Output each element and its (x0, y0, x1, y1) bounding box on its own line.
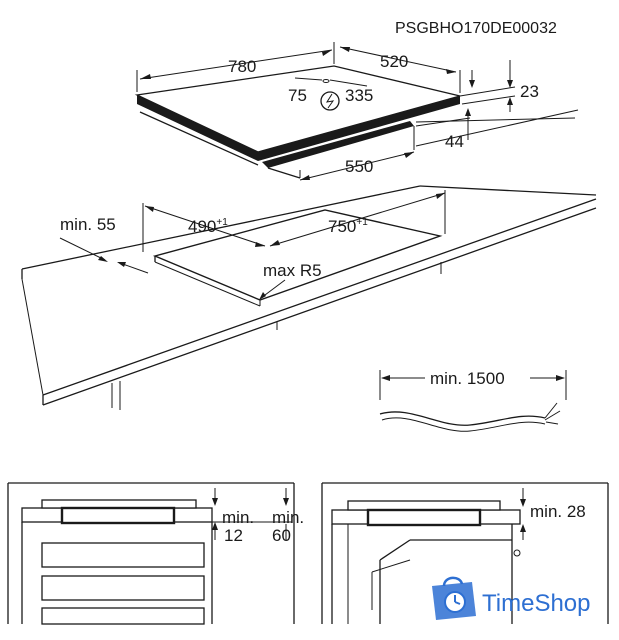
knob-icon (513, 549, 521, 557)
arrow-icon (98, 256, 108, 262)
arrow-icon (300, 175, 310, 180)
worktop-drawing: 490+1 750+1 min. 55 max R5 (21, 185, 597, 410)
dim-body-depth: 550 (345, 157, 373, 176)
arrow-icon (212, 522, 218, 530)
arrow-icon (507, 97, 513, 105)
arrow-icon (556, 375, 565, 381)
cable-wire-3 (545, 421, 559, 425)
arrow-icon (340, 47, 350, 52)
cable-drawing: min. 1500 (379, 369, 567, 432)
brand-logo: TimeShop (432, 576, 591, 620)
power-cable-shade (381, 417, 546, 432)
dim-55-leader (59, 237, 106, 261)
hob-edge-line (139, 111, 259, 166)
section-left-drawer-2 (41, 575, 205, 601)
arrow-icon (404, 152, 414, 158)
arrow-icon (145, 206, 154, 212)
arrow-icon (322, 50, 332, 56)
arrow-icon (259, 292, 266, 300)
dim-520-line (339, 46, 457, 73)
cutout-opening (152, 209, 443, 301)
electrical-connection-icon (320, 91, 340, 111)
section-left-b-label: min. (272, 508, 304, 527)
worktop-front-bottom (42, 207, 597, 406)
worktop-back-edge (415, 109, 579, 147)
arrow-icon (446, 69, 456, 74)
dim-corner-radius: max R5 (263, 261, 322, 280)
section-left-drawer-3 (41, 607, 205, 625)
section-left-a-label: min. (222, 508, 254, 527)
lightning-icon (325, 93, 335, 109)
worktop-front-top (42, 198, 597, 396)
arrow-icon (255, 242, 265, 247)
arrow-icon (520, 499, 526, 507)
section-right-hob-body (366, 508, 482, 527)
hob-glass-edge (137, 95, 460, 161)
dim-hob-width: 780 (228, 57, 256, 76)
worktop-back-edge-top (415, 117, 576, 123)
arrow-icon (520, 524, 526, 532)
arrow-icon (381, 375, 390, 381)
section-left-hob-body (60, 506, 176, 525)
dim-335-line (329, 79, 368, 87)
dim-44-ext (415, 117, 471, 127)
arrow-icon (507, 80, 513, 88)
arrow-icon (436, 193, 445, 199)
dim-cutout-side-min: min. 55 (60, 215, 116, 234)
section-left-drawer-1 (41, 542, 205, 568)
document-code: PSGBHO170DE00032 (395, 20, 557, 37)
power-cable (379, 411, 546, 426)
arrow-icon (270, 240, 280, 246)
arrow-icon (140, 74, 151, 79)
hob-drawing: 780 520 75 335 23 44 550 (134, 42, 579, 181)
shopping-bag-clock-icon (432, 576, 476, 620)
section-right-oven-top (379, 539, 411, 561)
arrow-icon (212, 498, 218, 506)
dim-offset-right: 335 (345, 86, 373, 105)
connection-point-icon (322, 79, 330, 83)
arrow-icon (465, 108, 471, 116)
cable-min-length: min. 1500 (430, 369, 505, 388)
dim-23-ext-top (459, 86, 516, 97)
section-left: min. 12 min. 60 (7, 482, 304, 625)
cable-wire-1 (544, 402, 558, 419)
dim-490-line (144, 205, 266, 247)
cutout-inner-left (154, 261, 261, 307)
worktop-right-edge (419, 185, 597, 196)
hob-body-side (267, 167, 301, 179)
dim-hob-depth: 520 (380, 52, 408, 71)
dim-offset-left: 75 (288, 86, 307, 105)
arrow-icon (283, 498, 289, 506)
section-left-a-value: 12 (224, 526, 243, 545)
dim-780-line (139, 49, 333, 80)
cable-wire-2 (544, 410, 561, 421)
arrow-icon (117, 262, 126, 267)
section-right: min. 28 (321, 482, 609, 624)
arrow-icon (469, 80, 475, 88)
section-left-hob-glass (41, 499, 197, 509)
dim-cutout-depth: 490+1 (188, 217, 228, 236)
dim-550-line (299, 151, 415, 181)
dim-body-height: 44 (445, 132, 464, 151)
hob-glass-top (134, 65, 461, 153)
section-right-hob-glass (347, 500, 501, 511)
worktop-left-side (21, 278, 44, 396)
dim-23-ext-bottom (461, 95, 516, 105)
dim-75-line (294, 77, 323, 81)
dim-cutout-width: 750+1 (328, 217, 368, 236)
hob-body (262, 121, 414, 168)
dim-hob-thickness: 23 (520, 82, 539, 101)
worktop-back-line (21, 185, 421, 270)
dim-750-line (269, 192, 446, 247)
section-left-b-value: 60 (272, 526, 291, 545)
section-right-min-label: min. 28 (530, 502, 586, 521)
brand-name: TimeShop (482, 590, 591, 617)
section-right-oven-handle (371, 559, 411, 573)
